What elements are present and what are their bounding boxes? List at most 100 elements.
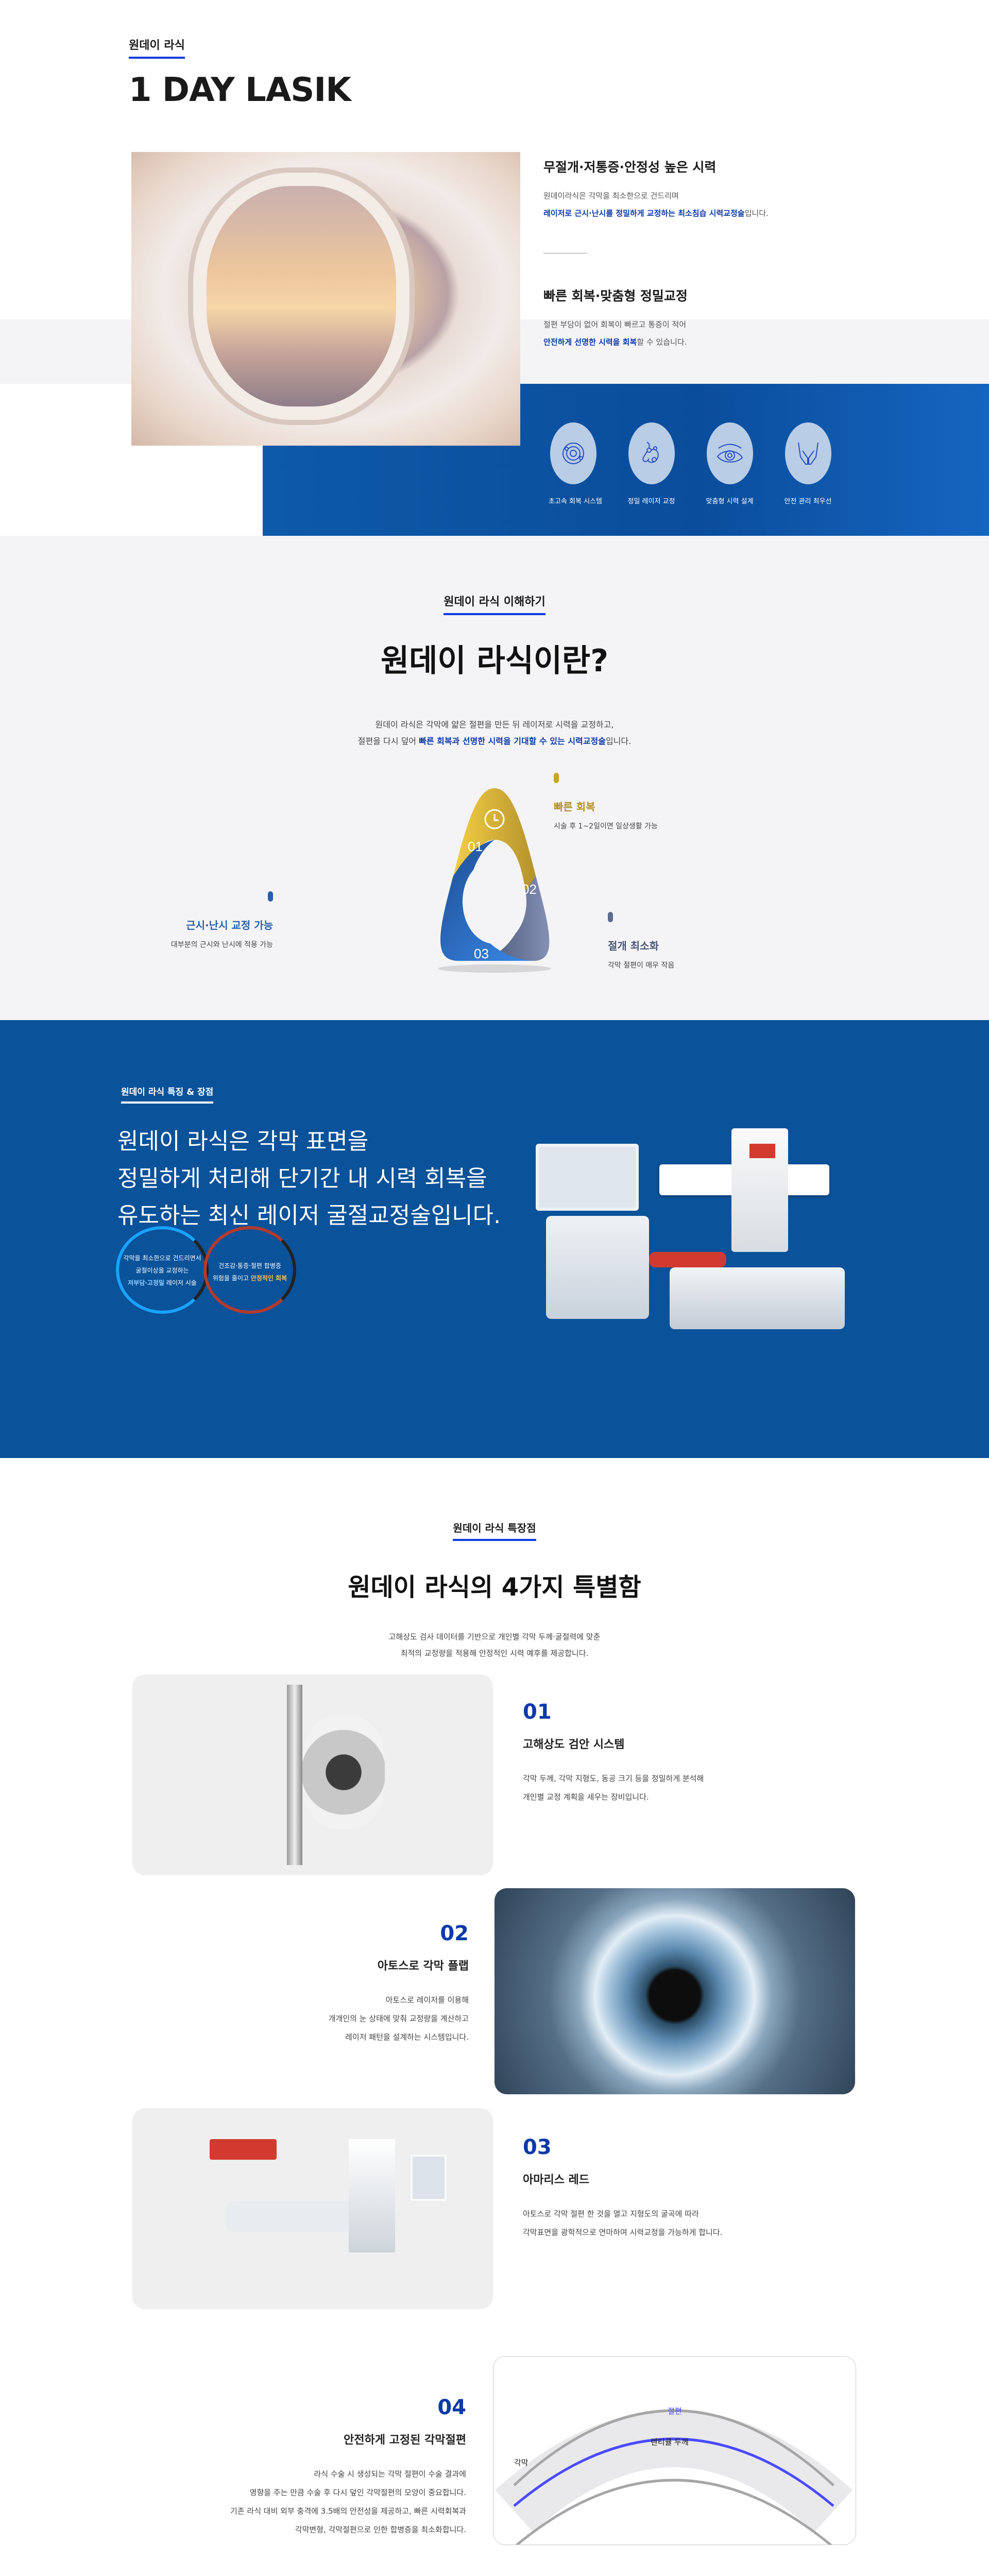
feature-title: 아마리스 레드: [523, 2174, 590, 2187]
feature-line: 기존 라식 대비 외부 충격에 3.5배의 안전성을 제공하고, 빠른 시력회복…: [230, 2506, 466, 2516]
feature-desc-end: 할 수 있습니다.: [637, 337, 687, 347]
about-desc-1: 원데이 라식은 각막에 얇은 절편을 만든 뒤 레이저로 시력을 교정하고,: [375, 720, 614, 730]
headline-line: 유도하는 최신 레이저 굴절교정술입니다.: [117, 1202, 501, 1229]
feature-line: 아토스로 각막 절편 한 것을 열고 지형도의 굴곡에 따라: [523, 2209, 699, 2218]
special-desc-2: 최적의 교정량을 적용해 안정적인 시력 예후를 제공합니다.: [400, 1649, 589, 1658]
feature-line: 라식 수술 시 생성되는 각막 절편이 수술 결과에: [314, 2469, 466, 2479]
point-title: 절개 최소화: [608, 940, 659, 952]
svg-text:03: 03: [474, 946, 489, 961]
feature-line: 각막표면을 광학적으로 연마하여 시력교정을 가능하게 합니다.: [523, 2228, 723, 2237]
cornea-flap-diagram: 절편 렌티큘 두께 각막: [493, 2356, 856, 2545]
feature-number: 01: [523, 1700, 552, 1724]
feature-desc: 원데이라식은 각막을 최소한으로 건드리며: [543, 191, 679, 200]
special-title: 원데이 라식의 4가지 특별함: [348, 1573, 641, 1602]
icon-item-safety: 안전 관리 최우선: [783, 422, 832, 505]
hero-title: 1 DAY LASIK: [129, 71, 351, 109]
diagram-label-lenticule: 렌티큘 두께: [651, 2437, 689, 2447]
diagram-label-cornea: 각막: [514, 2458, 528, 2467]
feature-line: 영향을 주는 만큼 수술 후 다시 덮인 각막절편의 모양이 중요합니다.: [249, 2488, 466, 2497]
feature-item-1: 01 고해상도 검안 시스템 각막 두께, 각막 지형도, 동공 크기 등을 정…: [523, 1700, 704, 1806]
orbit-icon: [562, 443, 584, 464]
point-dot: [608, 912, 613, 922]
icon-label: 안전 관리 최우선: [784, 498, 832, 505]
hero-icon-row: 초고속 회복 시스템 정밀 레이저 교정 맞춤형 시력 설계 안전 관리 최우선: [549, 422, 832, 505]
feature-item-3: 03 아마리스 레드 아토스로 각막 절편 한 것을 열고 지형도의 굴곡에 따…: [523, 2136, 722, 2242]
airplane-window-image: [131, 152, 520, 446]
hands-icon: [797, 442, 819, 465]
icon-label: 정밀 레이저 교정: [627, 498, 675, 505]
icon-item-recovery: 초고속 회복 시스템: [549, 422, 602, 505]
svg-text:01: 01: [468, 839, 483, 854]
ring-line: 굴절이상을 교정하는: [135, 1267, 189, 1274]
about-highlight: 빠른 회복과 선명한 시력을 기대할 수 있는 시력교정술: [419, 736, 606, 746]
laser-machine-image: [515, 1113, 865, 1350]
about-desc-2-pre: 절편을 다시 덮어: [357, 736, 419, 746]
point-myopia-astig: 근시·난시 교정 가능 대부분의 근시와 난시에 적용 가능: [171, 891, 273, 950]
feature-desc: 절편 부담이 없어 회복이 빠르고 통증이 적어: [543, 320, 687, 329]
hero-feature-2: 빠른 회복·맞춤형 정밀교정 절편 부담이 없어 회복이 빠르고 통증이 적어 …: [543, 286, 688, 351]
point-desc: 대부분의 근시와 난시에 적용 가능: [170, 941, 273, 949]
feature-title: 아토스로 각막 플랩: [377, 1960, 469, 1973]
feature-line: 아토스로 레이저를 이용해: [385, 1995, 469, 2005]
ring-line: 레이저 시술: [164, 1279, 197, 1286]
feature-number: 02: [440, 1922, 469, 1945]
about-section: 원데이 라식 이해하기 원데이 라식이란? 원데이 라식은 각막에 얇은 절편을…: [0, 536, 989, 1020]
ring-line: 각막을 최소한으로 건드리면서: [123, 1255, 201, 1262]
ring-line: 위험을 줄이고: [212, 1275, 251, 1282]
feature-desc-end: 입니다.: [744, 209, 769, 218]
point-desc: 각막 절편이 매우 작음: [608, 961, 675, 970]
headline-line: 원데이 라식은 각막 표면을: [117, 1128, 369, 1155]
ring-stable-recovery: [203, 1226, 296, 1314]
special-desc-1: 고해상도 검사 데이터를 기반으로 개인별 각막 두께·굴절력에 맞춘: [388, 1632, 601, 1641]
feature-line: 각막변형, 각막절편으로 인한 합병증을 최소화합니다.: [295, 2525, 466, 2534]
ring-stable-recovery-text: 건조감·통증·절편 합병증 위험을 줄이고 안정적인 회복: [203, 1260, 296, 1284]
triangle-cycle-diagram: 01 02 03: [438, 788, 551, 973]
diagram-label-flap: 절편: [668, 2406, 682, 2416]
feature-line: 레이저 패턴을 설계하는 시스템입니다.: [345, 2032, 469, 2042]
feature-title: 빠른 회복·맞춤형 정밀교정: [543, 289, 688, 303]
icon-label: 초고속 회복 시스템: [549, 498, 602, 505]
icon-label: 맞춤형 시력 설계: [706, 498, 754, 505]
feature-line: 개개인의 눈 상태에 맞춰 교정량을 계산하고: [328, 2014, 469, 2023]
point-desc: 시술 후 1~2일이면 일상생활 가능: [554, 822, 658, 831]
point-dot: [268, 891, 273, 902]
point-title: 근시·난시 교정 가능: [186, 919, 273, 931]
point-min-incision: 절개 최소화 각막 절편이 매우 작음: [608, 912, 674, 970]
ring-highlight: 저부담·고정밀: [128, 1279, 164, 1286]
alarm-clock-icon: [484, 809, 505, 829]
feature-card-image-1: [132, 1674, 493, 1875]
feature-card-image-3: [132, 2108, 493, 2309]
feature-line: 각막 두께, 각막 지형도, 동공 크기 등을 정밀하게 분석해: [523, 1774, 704, 1783]
about-desc-2-post: 입니다.: [605, 736, 632, 746]
features-headline: 원데이 라식은 각막 표면을 정밀하게 처리해 단기간 내 시력 회복을 유도하…: [117, 1123, 501, 1234]
feature-number: 04: [437, 2396, 466, 2419]
hero-feature-1: 무절개·저통증·안정성 높은 시력 원데이라식은 각막을 최소한으로 건드리며 …: [543, 157, 769, 253]
special-label: 원데이 라식 특장점: [453, 1520, 536, 1541]
feature-item-2: 02 아토스로 각막 플랩 아토스로 레이저를 이용해 개개인의 눈 상태에 맞…: [329, 1922, 469, 2046]
feature-highlight: 안전하게 선명한 시력을 회복: [543, 337, 637, 347]
feature-title: 고해상도 검안 시스템: [523, 1738, 625, 1751]
eye-icon: [717, 444, 743, 463]
icon-item-laser: 정밀 레이저 교정: [627, 422, 676, 505]
feature-title: 안전하게 고정된 각막절편: [344, 2434, 466, 2447]
features-label: 원데이 라식 특징 & 장점: [121, 1084, 214, 1104]
feature-card-image-2: [494, 1888, 855, 2094]
features-section: 원데이 라식 특징 & 장점 원데이 라식은 각막 표면을 정밀하게 처리해 단…: [0, 1020, 989, 1458]
molecule-icon: [642, 442, 659, 463]
about-label: 원데이 라식 이해하기: [444, 592, 545, 615]
feature-title: 무절개·저통증·안정성 높은 시력: [543, 160, 717, 175]
feature-item-4: 04 안전하게 고정된 각막절편 라식 수술 시 생성되는 각막 절편이 수술 …: [230, 2396, 466, 2539]
point-title: 빠른 회복: [554, 801, 595, 813]
svg-text:02: 02: [522, 882, 537, 897]
feature-highlight: 레이저로 근시·난시를 정밀하게 교정하는 최소침습 시력교정술: [543, 209, 745, 218]
ring-highlight: 안정적인 회복: [250, 1275, 287, 1282]
about-title: 원데이 라식이란?: [380, 643, 609, 679]
special-section: 원데이 라식 특장점 원데이 라식의 4가지 특별함 고해상도 검사 데이터를 …: [0, 1458, 989, 2576]
ring-low-burden-text: 각막을 최소한으로 건드리면서 굴절이상을 교정하는 저부담·고정밀 레이저 시…: [116, 1252, 209, 1289]
point-dot: [554, 773, 559, 783]
icon-item-vision: 맞춤형 시력 설계: [705, 422, 754, 505]
feature-number: 03: [523, 2136, 552, 2159]
hero-label: 원데이 라식: [129, 36, 185, 59]
feature-line: 개인별 교정 계획을 세우는 장비입니다.: [523, 1792, 649, 1802]
headline-line: 정밀하게 처리해 단기간 내 시력 회복을: [117, 1165, 487, 1192]
